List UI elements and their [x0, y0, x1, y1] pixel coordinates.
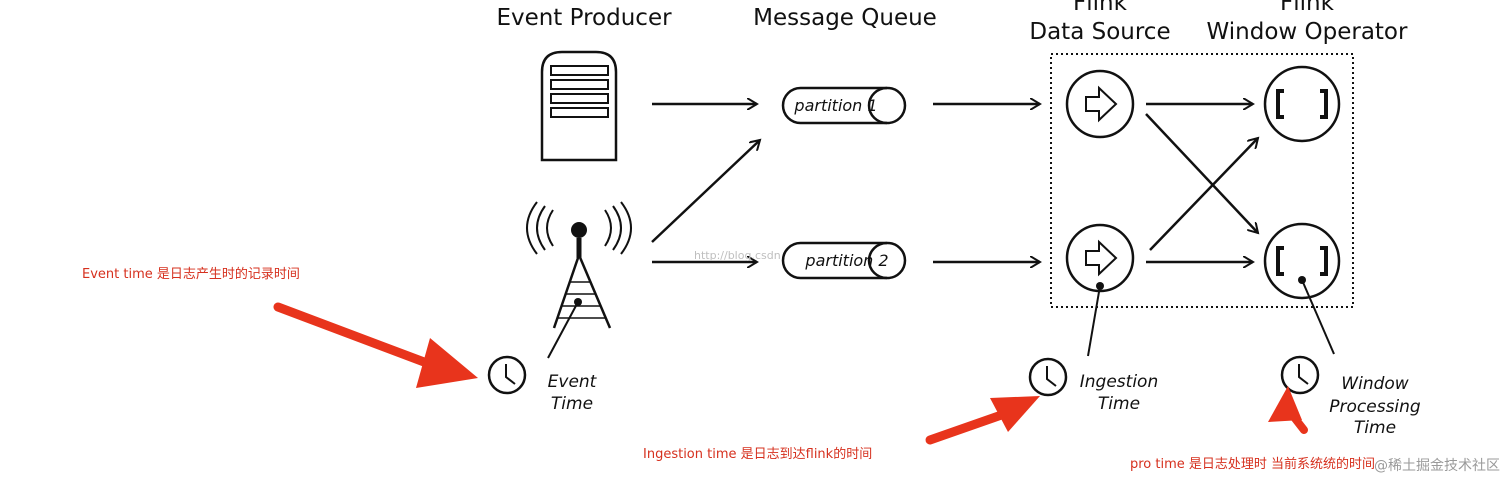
- event-time-label-1: Event: [548, 372, 598, 392]
- arrow-tower-to-p1: [651, 140, 760, 243]
- window-operator-2: [1263, 222, 1341, 300]
- header-flink-source-line1: Flink: [1073, 0, 1128, 16]
- window-time-label-1: Window: [1341, 374, 1408, 394]
- ingestion-time-label-1: Ingestion: [1080, 372, 1158, 392]
- arrow-s1-to-w2: [1145, 113, 1258, 233]
- header-message-queue: Message Queue: [753, 5, 937, 31]
- event-time-label-2: Time: [551, 394, 593, 414]
- window-operator-1: [1263, 65, 1341, 143]
- arrow-right-icon: [1085, 239, 1118, 277]
- bracket-icon: [1276, 246, 1284, 276]
- ingestion-time-label-2: Time: [1098, 394, 1140, 414]
- bracket-icon: [1276, 89, 1284, 119]
- site-watermark: @稀土掘金技术社区: [1374, 458, 1500, 474]
- window-time-label-3: Time: [1354, 418, 1396, 438]
- annotation-ingestion-time: Ingestion time 是日志到达flink的时间: [643, 446, 872, 462]
- annotation-event-time: Event time 是日志产生时的记录时间: [82, 266, 300, 282]
- source-operator-2: [1065, 223, 1135, 293]
- arrow-s2-to-w1: [1149, 138, 1258, 251]
- header-flink-source-line2: Data Source: [1029, 19, 1170, 45]
- red-arrow-event: [273, 302, 478, 388]
- arrow-right-icon: [1085, 85, 1118, 123]
- header-event-producer: Event Producer: [496, 5, 672, 31]
- server-icon: [540, 50, 618, 162]
- window-time-label-2: Processing: [1329, 397, 1421, 417]
- event-time-clock-icon: [487, 355, 527, 395]
- partition-2-label: partition 2: [804, 251, 888, 270]
- blog-watermark: http://blog.csdn: [694, 249, 781, 262]
- annotation-pro-time: pro time 是日志处理时 当前系统统的时间: [1130, 456, 1375, 472]
- window-time-clock-icon: [1280, 355, 1320, 395]
- ingestion-time-clock-icon: [1028, 357, 1068, 397]
- red-arrow-ingestion: [925, 396, 1040, 445]
- flink-job-boundary: [1050, 53, 1354, 308]
- red-arrow-window: [1268, 386, 1308, 434]
- header-flink-window-line1: Flink: [1280, 0, 1335, 16]
- partition-1-label: partition 1: [793, 96, 877, 115]
- ingestion-pointer: [1087, 285, 1101, 357]
- partition-1: partition 1: [781, 86, 907, 125]
- partition-2: partition 2: [781, 241, 907, 280]
- source-operator-1: [1065, 69, 1135, 139]
- antenna-tower-icon: [526, 201, 632, 359]
- header-flink-window-line2: Window Operator: [1207, 19, 1408, 45]
- window-pointer: [1301, 279, 1335, 355]
